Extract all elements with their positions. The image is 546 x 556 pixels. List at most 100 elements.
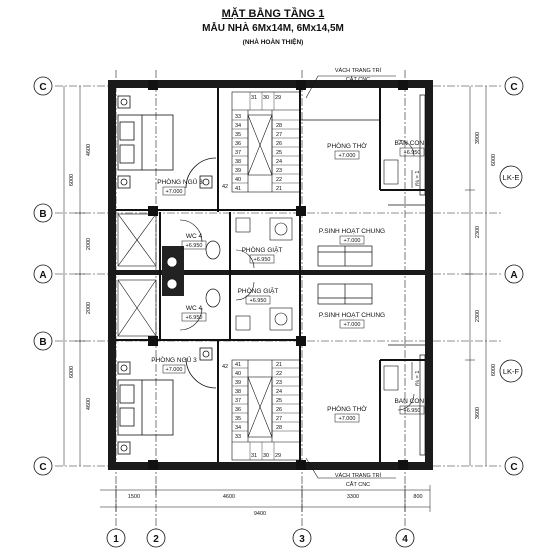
axis-c-right: C bbox=[510, 82, 517, 93]
slope-lower: i% = 1 bbox=[415, 371, 421, 386]
elev-balcony-upper: +6.950 bbox=[404, 150, 421, 156]
stair-num: 42 bbox=[222, 184, 228, 190]
stair-num: 37 bbox=[235, 398, 241, 404]
stair-num: 24 bbox=[276, 159, 282, 165]
elev-altar-lower: +7.000 bbox=[339, 416, 356, 422]
stair-num: 30 bbox=[263, 95, 269, 101]
room-wc-lower: WC 4 bbox=[186, 305, 203, 312]
axis-bubbles bbox=[33, 76, 524, 548]
note-screen-upper: VÁCH TRANG TRÍ bbox=[335, 67, 382, 74]
dim-right-1: 3900 bbox=[475, 132, 481, 144]
room-laundry-lower: PHÒNG GIẶT bbox=[238, 286, 279, 295]
thin-walls bbox=[300, 94, 426, 456]
elev-wc-lower: +6.950 bbox=[186, 315, 203, 321]
elev-living-lower: +7.000 bbox=[344, 322, 361, 328]
elev-living-upper: +7.000 bbox=[344, 238, 361, 244]
unit-label-upper: LK-E bbox=[503, 173, 520, 182]
axis-a-left: A bbox=[39, 270, 46, 281]
dim-lines bbox=[63, 86, 487, 512]
drawing-title: MẶT BẰNG TẦNG 1 bbox=[221, 8, 325, 20]
stair-num: 29 bbox=[275, 453, 281, 459]
room-altar-lower: PHÒNG THỜ bbox=[327, 404, 367, 413]
axis-c-right-lower: C bbox=[510, 462, 517, 473]
elev-bedroom-lower: +7.000 bbox=[166, 367, 183, 373]
room-wc-upper: WC 4 bbox=[186, 233, 203, 240]
stair-num: 26 bbox=[276, 407, 282, 413]
stair-num: 40 bbox=[235, 177, 241, 183]
bed-lower bbox=[117, 361, 174, 455]
stair-num: 23 bbox=[276, 380, 282, 386]
stair-num: 27 bbox=[276, 132, 282, 138]
dim-left-1: 4600 bbox=[86, 144, 92, 156]
stair-num: 40 bbox=[235, 371, 241, 377]
stair-num: 35 bbox=[235, 132, 241, 138]
axis-b-left-lower: B bbox=[39, 337, 46, 348]
stair-num: 31 bbox=[251, 453, 257, 459]
elev-balcony-lower: +6.950 bbox=[404, 408, 421, 414]
stair-num: 36 bbox=[235, 141, 241, 147]
outer-walls bbox=[108, 80, 433, 470]
slope-upper: i% = 1 bbox=[415, 171, 421, 186]
stair-num: 29 bbox=[275, 95, 281, 101]
note-cnc-upper: CẮT CNC bbox=[346, 75, 370, 83]
drawing-note: (NHÀ HOÀN THIỆN) bbox=[242, 39, 304, 46]
stair-num: 24 bbox=[276, 389, 282, 395]
bedroom-fixtures bbox=[185, 157, 217, 389]
stair-num: 27 bbox=[276, 416, 282, 422]
elev-altar-upper: +7.000 bbox=[339, 153, 356, 159]
stair-num: 22 bbox=[276, 371, 282, 377]
unit-label-lower: LK-F bbox=[503, 367, 520, 376]
elev-wc-upper: +6.950 bbox=[186, 243, 203, 249]
room-bedroom-lower: PHÒNG NGỦ 3 bbox=[151, 355, 197, 364]
drawing-subtitle: MẪU NHÀ 6Mx14M, 6Mx14,5M bbox=[202, 23, 344, 34]
stair-num: 37 bbox=[235, 150, 241, 156]
stair-lower-treads bbox=[232, 367, 300, 460]
dim-right-4: 3600 bbox=[475, 407, 481, 419]
axis-3: 3 bbox=[299, 534, 305, 545]
stair-num: 23 bbox=[276, 168, 282, 174]
note-cnc-lower: CẮT CNC bbox=[346, 480, 370, 488]
stair-num: 28 bbox=[276, 425, 282, 431]
stair-num: 30 bbox=[263, 453, 269, 459]
stair-num: 38 bbox=[235, 389, 241, 395]
stair-num: 22 bbox=[276, 177, 282, 183]
stair-num: 41 bbox=[235, 186, 241, 192]
balcony-details bbox=[383, 139, 415, 411]
axis-c-left-lower: C bbox=[39, 462, 46, 473]
dim-right-total-lower: 6000 bbox=[491, 364, 497, 376]
dim-right-total-upper: 6000 bbox=[491, 154, 497, 166]
stair-num: 26 bbox=[276, 141, 282, 147]
axis-a-right: A bbox=[510, 270, 517, 281]
stair-num: 25 bbox=[276, 150, 282, 156]
stair-num: 33 bbox=[235, 114, 241, 120]
dim-left-3: 2000 bbox=[86, 302, 92, 314]
dim-bottom-2: 4600 bbox=[223, 494, 235, 500]
stair-num: 31 bbox=[251, 95, 257, 101]
axis-c-left: C bbox=[39, 82, 46, 93]
dim-left-total-lower: 6000 bbox=[69, 366, 75, 378]
dim-left-2: 2000 bbox=[86, 238, 92, 250]
laundry-fixtures bbox=[235, 217, 293, 331]
dim-right-2: 2300 bbox=[475, 226, 481, 238]
shower-areas bbox=[117, 213, 157, 337]
room-living-lower: P.SINH HOẠT CHUNG bbox=[319, 312, 385, 319]
stair-num: 35 bbox=[235, 416, 241, 422]
axis-4: 4 bbox=[402, 534, 408, 545]
cnc-leaders bbox=[305, 75, 396, 479]
axis-b-left-upper: B bbox=[39, 209, 46, 220]
room-laundry-upper: PHÒNG GIẶT bbox=[242, 245, 283, 254]
wc-fixtures bbox=[162, 219, 221, 331]
stair-num: 25 bbox=[276, 398, 282, 404]
stair-num: 36 bbox=[235, 407, 241, 413]
dim-left-total-upper: 6000 bbox=[69, 174, 75, 186]
dim-bottom-4: 800 bbox=[413, 494, 422, 500]
stair-upper bbox=[231, 91, 301, 193]
room-altar-upper: PHÒNG THỜ bbox=[327, 141, 367, 150]
sofas bbox=[317, 245, 373, 305]
room-balcony-lower: BAN CON 2 bbox=[394, 398, 429, 405]
axis-1: 1 bbox=[113, 534, 119, 545]
elev-laundry-upper: +6.950 bbox=[254, 257, 271, 263]
dim-bottom-1: 1500 bbox=[128, 494, 140, 500]
stair-lower bbox=[231, 359, 301, 461]
